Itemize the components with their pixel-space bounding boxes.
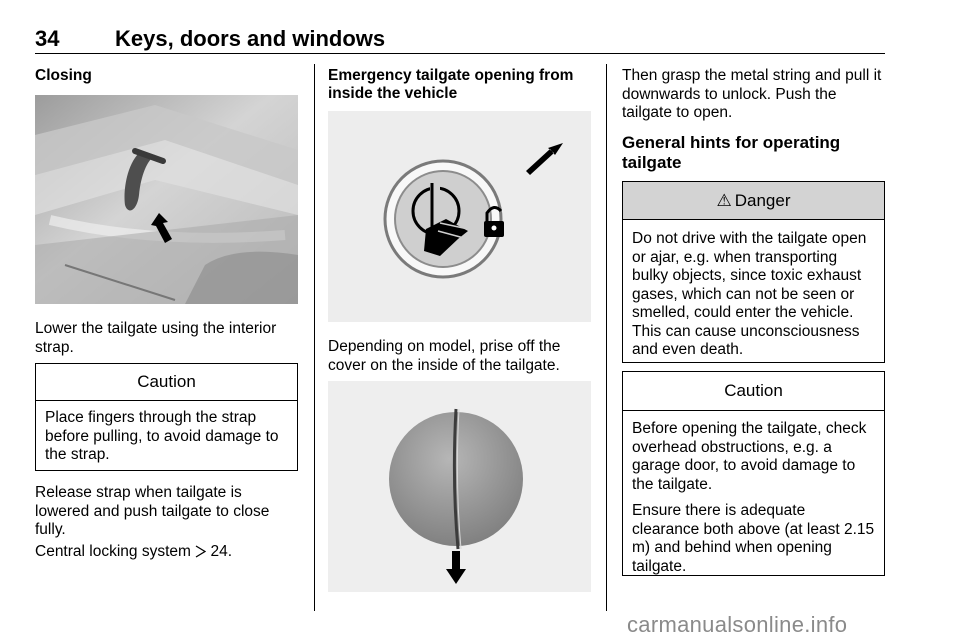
central-locking-reference[interactable]: Central locking system 24. [35,543,298,562]
caution-paragraph-2: Ensure there is adequate clearance both … [632,502,875,575]
tailgate-cover-image [328,381,591,592]
column-divider-2 [606,64,607,611]
release-strap-text: Release strap when tailgate is lowered a… [35,484,270,538]
caution-box-tailgate: Caution Before opening the tailgate, che… [622,371,885,576]
danger-box: ⚠Danger Do not drive with the tailgate o… [622,181,885,363]
page-reference: 24. [206,543,233,560]
section-title: Keys, doors and windows [115,26,386,51]
central-locking-label: Central locking system [35,543,196,560]
emergency-opening-heading: Emergency tailgate opening from inside t… [328,67,574,102]
tailgate-strap-image [35,95,298,304]
cover-caption: Depending on model, prise off the cover … [328,338,561,374]
caution-paragraph-1: Before opening the tailgate, check overh… [632,420,867,493]
column-divider-1 [314,64,315,611]
warning-triangle-icon: ⚠ [716,191,732,210]
header-rule [35,53,885,54]
closing-caption: Lower the tailgate using the interior st… [35,320,277,356]
danger-title: Danger [734,191,791,210]
arrow-reference-icon [195,543,207,560]
general-hints-heading: General hints for operating tailgate [622,133,841,172]
watermark: carmanualsonline.info [627,612,848,637]
caution-title-2: Caution [623,372,884,411]
danger-text: Do not drive with the tailgate open or a… [632,230,867,358]
page-number: 34 [35,26,60,51]
metal-string-text: Then grasp the metal string and pull it … [622,67,882,121]
unlock-button-image [328,111,591,322]
caution-title: Caution [36,364,297,401]
caution-text-2: Before opening the tailgate, check overh… [623,411,884,576]
caution-box-strap: Caution Place fingers through the strap … [35,363,298,471]
closing-heading: Closing [35,67,92,84]
caution-text: Place fingers through the strap before p… [45,409,279,463]
danger-header: ⚠Danger [623,182,884,220]
